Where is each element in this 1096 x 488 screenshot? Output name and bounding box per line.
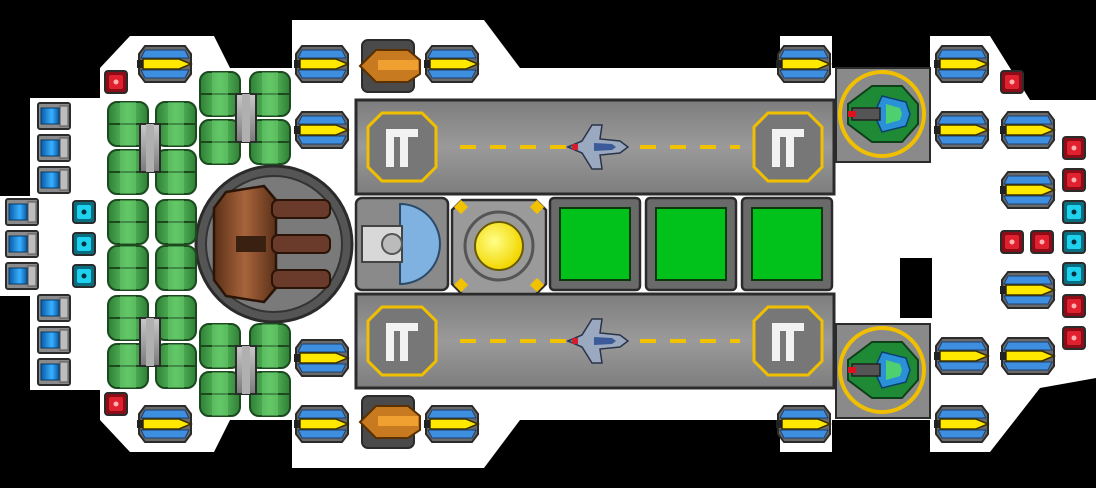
hangar-bottom[interactable] xyxy=(354,292,836,390)
cargo-block-3[interactable] xyxy=(740,196,834,292)
cyan-shield-block-3[interactable] xyxy=(72,264,96,288)
weapon-1[interactable] xyxy=(136,45,192,83)
weapon-18[interactable] xyxy=(933,405,989,443)
weapon-12[interactable] xyxy=(999,337,1055,375)
weapon-5[interactable] xyxy=(933,45,989,83)
thruster-5[interactable] xyxy=(5,230,39,258)
cyan-shield-block-1[interactable] xyxy=(72,200,96,224)
green-armor-pod-13[interactable] xyxy=(199,71,241,117)
shield-dome-module[interactable] xyxy=(354,196,450,292)
escort-craft-top[interactable] xyxy=(835,67,931,163)
green-armor-pod-15[interactable] xyxy=(199,119,241,165)
weapon-4[interactable] xyxy=(775,45,831,83)
thruster-4[interactable] xyxy=(5,198,39,226)
cyan-shield-block-6[interactable] xyxy=(1062,262,1086,286)
red-armor-block-6[interactable] xyxy=(1000,230,1024,254)
red-armor-block-9[interactable] xyxy=(1062,326,1086,350)
green-armor-pod-7[interactable] xyxy=(107,245,149,291)
conduit-2[interactable] xyxy=(139,317,161,367)
red-armor-block-7[interactable] xyxy=(1030,230,1054,254)
red-armor-block-1[interactable] xyxy=(104,70,128,94)
weapon-16[interactable] xyxy=(423,405,479,443)
red-armor-block-5[interactable] xyxy=(1062,168,1086,192)
conduit-4[interactable] xyxy=(235,345,257,395)
red-armor-block-8[interactable] xyxy=(1062,294,1086,318)
thruster-3[interactable] xyxy=(37,166,71,194)
weapon-3[interactable] xyxy=(423,45,479,83)
conduit-1[interactable] xyxy=(139,123,161,173)
conduit-3[interactable] xyxy=(235,93,257,143)
weapon-7[interactable] xyxy=(933,111,989,149)
escort-craft-bottom[interactable] xyxy=(835,323,931,419)
orange-cannon-top[interactable] xyxy=(358,39,421,93)
green-armor-pod-8[interactable] xyxy=(155,245,197,291)
cyan-shield-block-5[interactable] xyxy=(1062,230,1086,254)
weapon-15[interactable] xyxy=(293,405,349,443)
thruster-6[interactable] xyxy=(5,262,39,290)
green-armor-pod-5[interactable] xyxy=(107,199,149,245)
heavy-turret[interactable] xyxy=(194,164,354,324)
hull-gap xyxy=(900,258,932,318)
weapon-14[interactable] xyxy=(136,405,192,443)
weapon-10[interactable] xyxy=(999,271,1055,309)
reactor-core-module[interactable] xyxy=(450,198,548,296)
red-armor-block-4[interactable] xyxy=(1062,136,1086,160)
green-armor-pod-4[interactable] xyxy=(155,149,197,195)
weapon-17[interactable] xyxy=(775,405,831,443)
green-armor-pod-12[interactable] xyxy=(155,343,197,389)
weapon-6[interactable] xyxy=(293,111,349,149)
weapon-8[interactable] xyxy=(999,111,1055,149)
thruster-8[interactable] xyxy=(37,326,71,354)
hangar-top[interactable] xyxy=(354,98,836,196)
thruster-7[interactable] xyxy=(37,294,71,322)
red-armor-block-2[interactable] xyxy=(104,392,128,416)
thruster-1[interactable] xyxy=(37,102,71,130)
cyan-shield-block-2[interactable] xyxy=(72,232,96,256)
cargo-block-2[interactable] xyxy=(644,196,738,292)
thruster-2[interactable] xyxy=(37,134,71,162)
cargo-row xyxy=(548,196,834,292)
green-armor-pod-2[interactable] xyxy=(155,101,197,147)
orange-cannon-bottom[interactable] xyxy=(358,395,421,449)
cyan-shield-block-4[interactable] xyxy=(1062,200,1086,224)
weapon-13[interactable] xyxy=(293,339,349,377)
green-armor-pod-10[interactable] xyxy=(155,295,197,341)
green-armor-pod-19[interactable] xyxy=(199,371,241,417)
weapon-9[interactable] xyxy=(999,171,1055,209)
green-armor-pod-17[interactable] xyxy=(199,323,241,369)
red-armor-block-3[interactable] xyxy=(1000,70,1024,94)
cargo-block-1[interactable] xyxy=(548,196,642,292)
thruster-9[interactable] xyxy=(37,358,71,386)
weapon-11[interactable] xyxy=(933,337,989,375)
green-armor-pod-6[interactable] xyxy=(155,199,197,245)
weapon-2[interactable] xyxy=(293,45,349,83)
